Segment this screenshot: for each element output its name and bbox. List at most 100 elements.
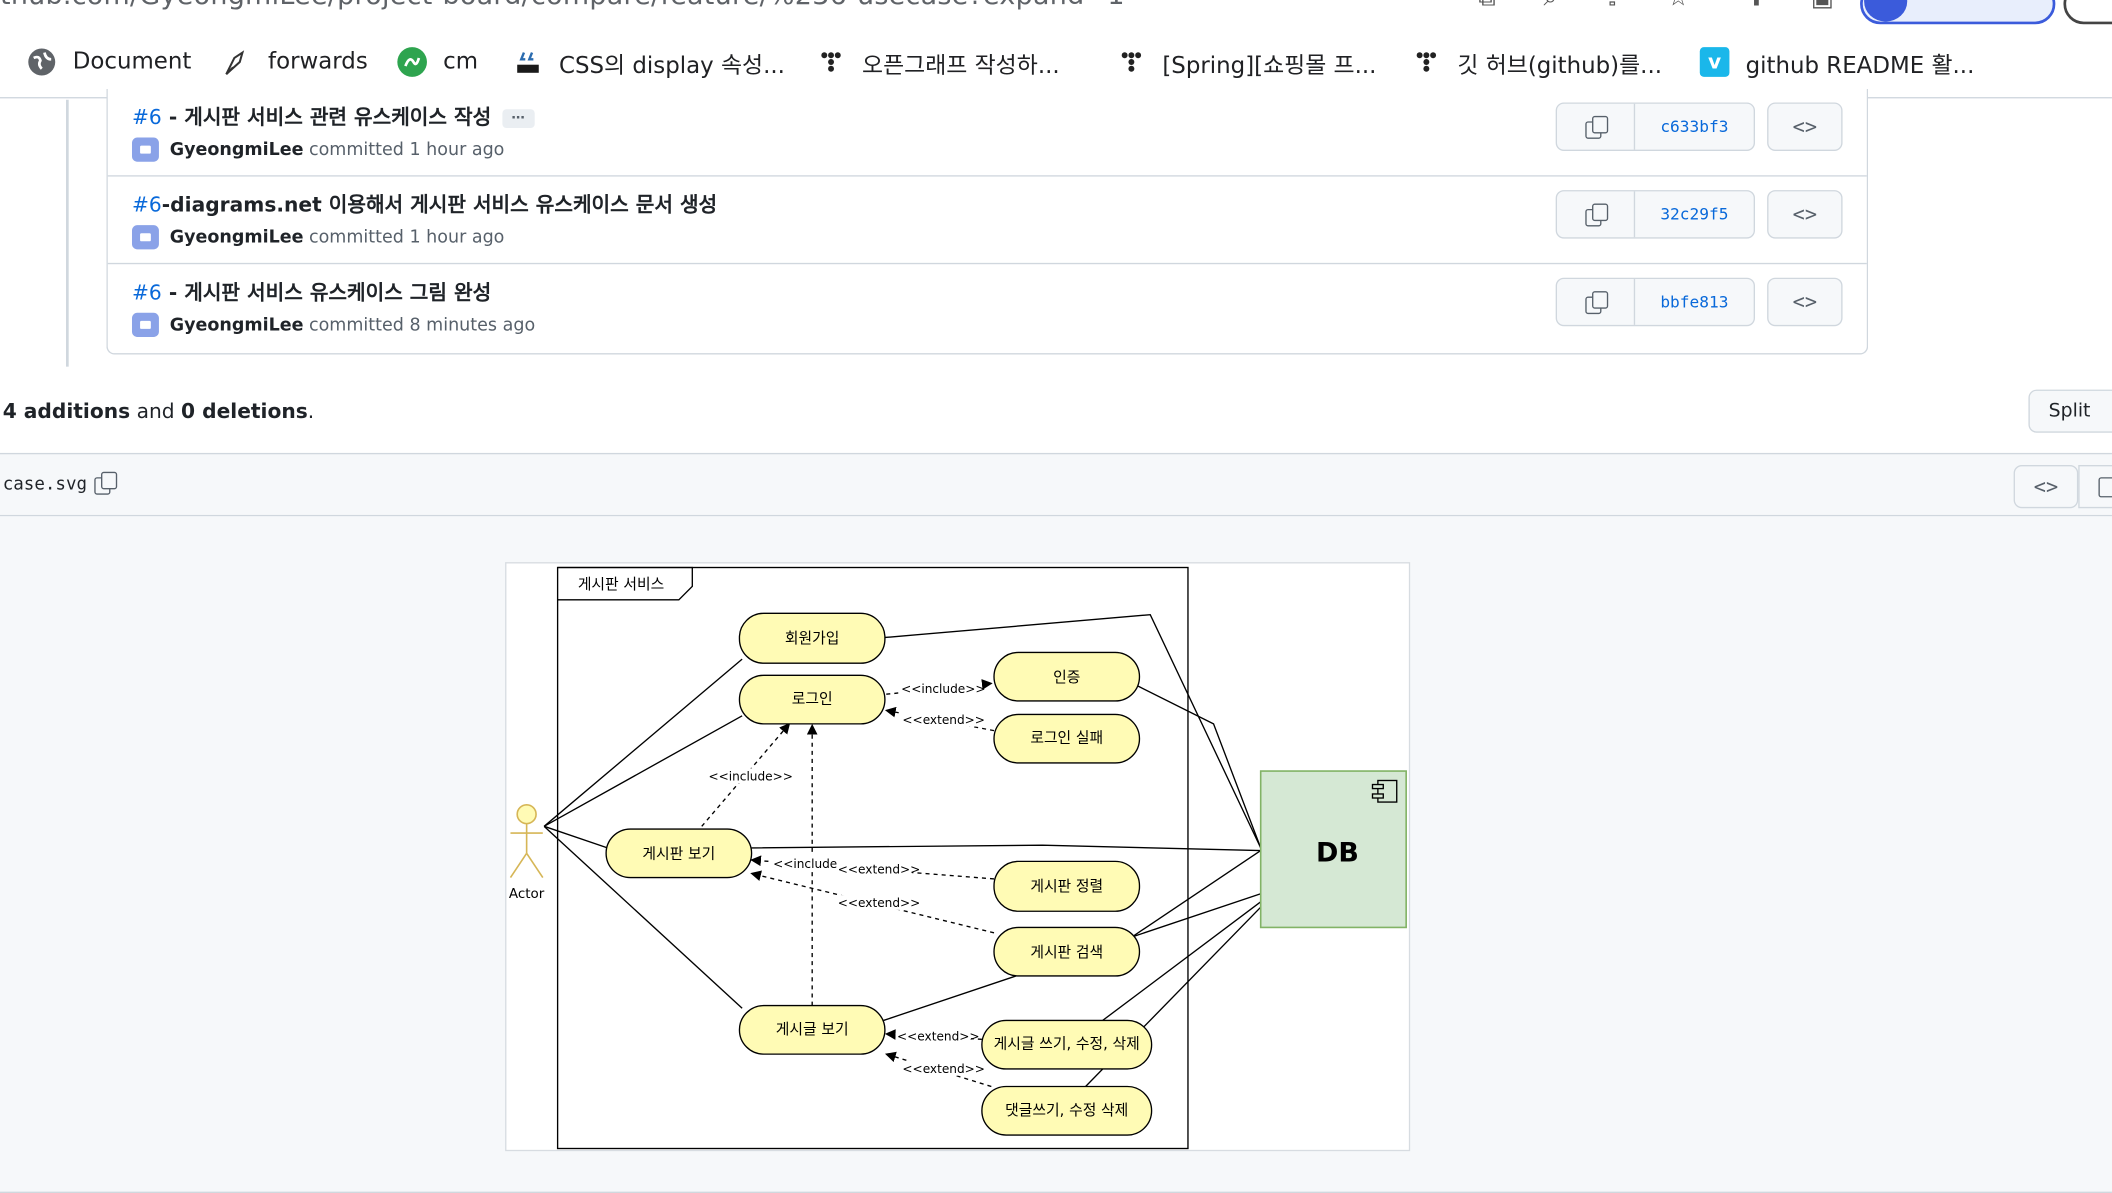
address-bar[interactable]: thub.com/GyeongmiLee/project-board/compa… <box>0 0 2112 14</box>
summary-period: . <box>307 399 315 424</box>
actor-figure[interactable] <box>509 803 544 878</box>
commit-time: 1 hour ago <box>409 139 505 160</box>
bookmarks-bar: Document forwards cm CSS의 display 속성... … <box>0 35 2112 89</box>
file-name[interactable]: case.svg <box>2 474 88 495</box>
commit-title[interactable]: #6-diagrams.net 이용해서 게시판 서비스 유스케이스 문서 생성 <box>132 190 717 218</box>
bookmark-opengraph[interactable]: 오픈그래프 작성하... <box>816 46 1060 79</box>
issue-link[interactable]: #6 <box>131 105 162 130</box>
copy-sha-button[interactable] <box>1557 279 1636 325</box>
include-label: <<include>> <box>901 682 985 696</box>
search-icon[interactable]: ⌕ <box>1535 0 1565 13</box>
commit-author[interactable]: GyeongmiLee <box>169 314 304 335</box>
usecase-label: 로그인 <box>792 691 833 708</box>
summary-and: and <box>130 399 182 424</box>
sha-link[interactable]: bbfe813 <box>1660 292 1729 312</box>
sidepanel-icon[interactable]: ▣ <box>1808 0 1838 13</box>
copy-sha-button[interactable] <box>1557 103 1636 150</box>
sha-button-group: 32c29f5 <box>1555 190 1756 239</box>
usecase-board-search[interactable] <box>993 926 1141 977</box>
commit-message[interactable]: - 게시판 서비스 유스케이스 그림 완성 <box>161 280 492 305</box>
bookmark-css-display[interactable]: CSS의 display 속성... <box>513 46 785 79</box>
usecase-label: 게시판 보기 <box>642 846 715 863</box>
bookmark-cm[interactable]: cm <box>397 46 478 78</box>
menu-pill[interactable] <box>2063 0 2112 25</box>
usecase-board-sort[interactable] <box>993 860 1141 912</box>
commit-verb: committed <box>308 227 404 248</box>
browse-code-button[interactable]: <> <box>1767 190 1843 239</box>
bookmark-github-guide[interactable]: 깃 허브(github)를... <box>1412 46 1662 79</box>
bookmark-spring[interactable]: [Spring][쇼핑몰 프... <box>1117 46 1376 79</box>
avatar[interactable] <box>1864 0 1908 22</box>
commit-message[interactable]: - 게시판 서비스 관련 유스케이스 작성 <box>161 105 492 130</box>
commit-time: 8 minutes ago <box>409 314 536 335</box>
usecase-login[interactable] <box>738 674 886 725</box>
actor-label: Actor <box>509 886 545 902</box>
translate-icon[interactable]: ⧉ <box>1472 0 1502 13</box>
browse-code-button[interactable]: <> <box>1767 277 1843 327</box>
avatar[interactable] <box>131 312 159 337</box>
commit-row: #6 - 게시판 서비스 관련 유스케이스 작성 … GyeongmiLee co… <box>107 89 1867 177</box>
bookmark-github-readme[interactable]: v github README 활... <box>1699 46 1974 79</box>
commit-title[interactable]: #6 - 게시판 서비스 관련 유스케이스 작성 … <box>131 102 535 130</box>
copy-sha-button[interactable] <box>1557 191 1636 238</box>
commit-list: #6 - 게시판 서비스 관련 유스케이스 작성 … GyeongmiLee co… <box>106 88 1869 355</box>
svg-preview: 게시판 서비스 <box>505 562 1411 1152</box>
frame-tab <box>557 566 693 601</box>
usecase-labels: 회원가입 로그인 인증 로그인 실패 게시판 보기 게시판 정렬 게시판 검색 … <box>642 630 1139 1119</box>
bookmark-document[interactable]: Document <box>27 46 191 78</box>
usecase-signup[interactable] <box>738 612 886 664</box>
rich-diff-button[interactable] <box>2078 465 2112 509</box>
share-icon[interactable]: ⇪ <box>1597 0 1627 13</box>
usecases <box>605 612 1153 1136</box>
bookmark-label: forwards <box>268 48 368 76</box>
velog-dots-icon <box>1117 47 1147 77</box>
star-icon[interactable]: ☆ <box>1663 0 1693 13</box>
usecase-label: 로그인 실패 <box>1030 730 1103 747</box>
usecase-diagram: 게시판 서비스 <box>509 566 1407 1150</box>
browse-code-button[interactable]: <> <box>1767 102 1843 151</box>
velog-dots-icon <box>1412 47 1442 77</box>
source-diff-button[interactable]: <> <box>2013 465 2079 509</box>
usecase-label: 인증 <box>1053 669 1080 686</box>
copy-path-button[interactable] <box>94 471 118 499</box>
commit-row: #6-diagrams.net 이용해서 게시판 서비스 유스케이스 문서 생성… <box>107 177 1867 265</box>
bookmark-forwards[interactable]: forwards <box>222 46 368 78</box>
copy-icon <box>1584 291 1608 315</box>
usecase-post-write[interactable] <box>981 1019 1153 1070</box>
include-label: <<include>> <box>708 769 792 783</box>
split-view-button[interactable]: Split <box>2028 389 2112 433</box>
vimeo-v-icon: v <box>1699 47 1730 77</box>
commit-title[interactable]: #6 - 게시판 서비스 유스케이스 그림 완성 <box>132 278 491 306</box>
extensions-icon[interactable]: ✚ <box>1742 0 1772 13</box>
additions-count: 4 additions <box>2 399 131 424</box>
issue-link[interactable]: #6 <box>131 192 162 218</box>
association-lines <box>543 613 1262 1087</box>
url-text[interactable]: thub.com/GyeongmiLee/project-board/compa… <box>0 0 1125 11</box>
sha-link[interactable]: 32c29f5 <box>1660 204 1729 224</box>
bookmark-label: Document <box>72 48 192 76</box>
usecase-login-fail[interactable] <box>993 713 1141 764</box>
pen-nib-icon <box>222 47 252 77</box>
copy-icon <box>1584 115 1608 139</box>
commit-message[interactable]: -diagrams.net 이용해서 게시판 서비스 유스케이스 문서 생성 <box>161 192 718 218</box>
usecase-label: 게시판 정렬 <box>1030 878 1103 895</box>
extend-label: <<extend>> <box>838 862 921 876</box>
usecase-post-view[interactable] <box>738 1004 886 1055</box>
dependency-labels: <<include>> <<extend>> <<include>> <<inc… <box>707 680 986 1076</box>
usecase-label: 댓글쓰기, 수정 삭제 <box>1005 1102 1128 1119</box>
avatar[interactable] <box>131 225 159 250</box>
sha-button-group: bbfe813 <box>1555 277 1756 327</box>
usecase-board-view[interactable] <box>605 828 753 879</box>
commit-verb: committed <box>308 139 404 160</box>
commit-time: 1 hour ago <box>409 227 505 248</box>
commit-author[interactable]: GyeongmiLee <box>169 139 304 160</box>
usecase-comment-write[interactable] <box>981 1085 1153 1136</box>
usecase-auth[interactable] <box>993 651 1141 702</box>
issue-link[interactable]: #6 <box>131 280 162 305</box>
commit-author[interactable]: GyeongmiLee <box>169 227 304 248</box>
usecase-label: 게시글 보기 <box>776 1021 849 1038</box>
expand-message-button[interactable]: … <box>501 108 535 128</box>
sha-link[interactable]: c633bf3 <box>1660 117 1729 137</box>
avatar[interactable] <box>131 137 159 162</box>
